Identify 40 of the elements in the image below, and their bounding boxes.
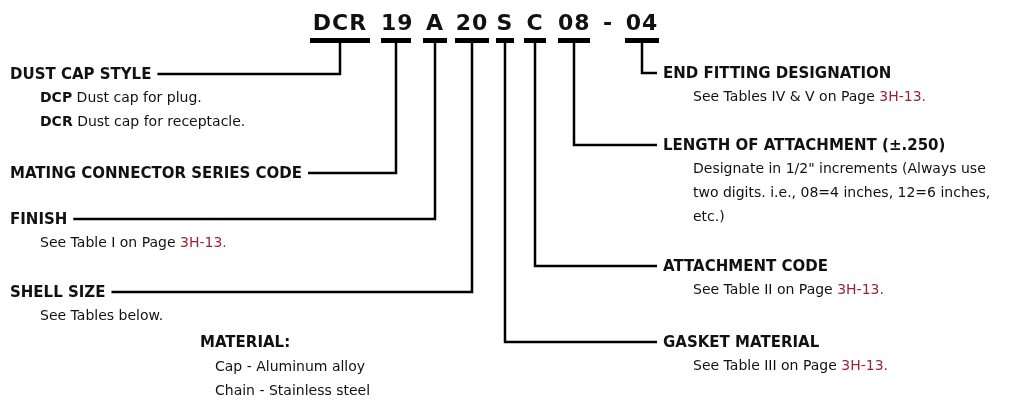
code-segment: 08 xyxy=(558,8,590,43)
leader-line xyxy=(157,43,342,76)
reference-note: See Table III on Page 3H-13. xyxy=(692,356,889,375)
leader-line xyxy=(73,43,437,221)
description-text: See Tables below. xyxy=(39,306,164,325)
description-text: DCP Dust cap for plug. xyxy=(39,88,203,107)
field-heading: FINISH xyxy=(10,209,68,230)
field-heading: GASKET MATERIAL xyxy=(663,332,820,353)
page-link: 3H-13. xyxy=(841,357,889,373)
leader-line xyxy=(111,43,474,294)
material-heading: MATERIAL: xyxy=(200,332,291,353)
description-text: Designate in 1/2" increments (Always use two digits. i.e., 08=4 inches, 12=6 inches, etc.) xyxy=(692,159,992,226)
field-heading: END FITTING DESIGNATION xyxy=(663,63,892,84)
leader-line xyxy=(308,43,398,175)
field-heading: ATTACHMENT CODE xyxy=(663,256,828,277)
description-text: DCR Dust cap for receptacle. xyxy=(39,112,246,131)
reference-note: See Table I on Page 3H-13. xyxy=(39,233,227,252)
field-heading: LENGTH OF ATTACHMENT (±.250) xyxy=(663,135,946,156)
reference-note: See Table II on Page 3H-13. xyxy=(692,280,884,299)
page-link: 3H-13. xyxy=(879,88,927,104)
leader-line xyxy=(640,43,657,75)
leader-line xyxy=(503,43,657,344)
code-segment: S xyxy=(496,8,514,43)
material-note: Cap - Aluminum alloy xyxy=(215,357,366,376)
code-segment: C xyxy=(524,8,546,43)
code-segment: 04 xyxy=(625,8,659,43)
code-segment: 20 xyxy=(455,8,489,43)
page-link: 3H-13. xyxy=(180,234,227,250)
page-link: 3H-13. xyxy=(837,281,884,297)
separator-dash: - xyxy=(603,9,613,37)
reference-note: See Tables IV & V on Page 3H-13. xyxy=(692,87,927,106)
code-segment: A xyxy=(423,8,447,43)
field-heading: DUST CAP STYLE xyxy=(10,64,152,85)
material-note: Chain - Stainless steel xyxy=(215,381,371,400)
leader-line xyxy=(533,43,657,268)
leader-line xyxy=(572,43,657,147)
code-segment: 19 xyxy=(381,8,411,43)
field-heading: SHELL SIZE xyxy=(10,282,106,303)
field-heading: MATING CONNECTOR SERIES CODE xyxy=(10,163,303,184)
code-segment: DCR xyxy=(310,8,370,43)
